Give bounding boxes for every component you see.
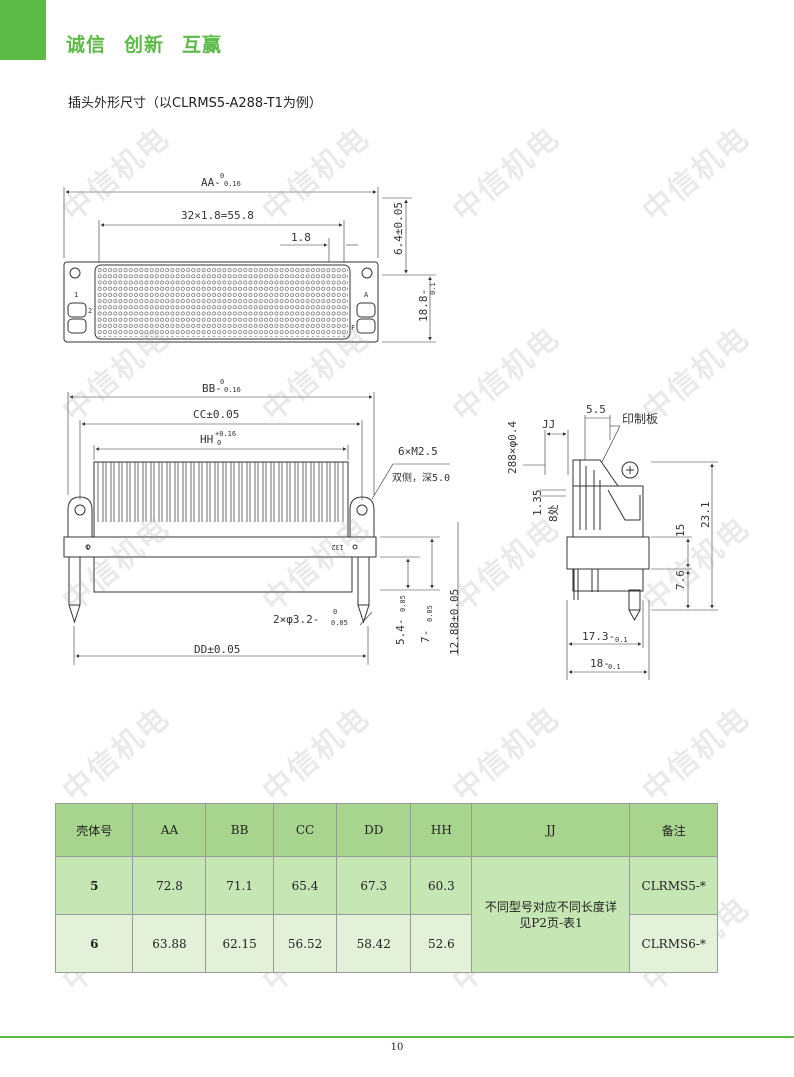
cell-dd: 58.42 (336, 914, 412, 973)
slogan-word-2: 创新 (124, 34, 165, 56)
cell-note: CLRMS5-* (629, 856, 718, 915)
section-title: 插头外形尺寸（以CLRMS5-A288-T1为例） (68, 96, 322, 111)
connector-drawing: AA- 0.16 0 32×1.8=55.8 1.8 6.4±0.05 18.8… (63, 172, 718, 680)
dim-12-88-label: 12.88±0.05 (448, 589, 461, 655)
top-view (63, 187, 436, 343)
dim-18-tol: 0.1 (608, 663, 621, 671)
front-view (63, 392, 459, 665)
pin-2-marker: 2 (88, 307, 92, 315)
cell-cc: 65.4 (272, 856, 338, 915)
aa-dimension-label: AA- (201, 176, 221, 189)
table-row: 6 63.88 62.15 56.52 58.42 52.6 CLRMS6-* (54, 914, 718, 973)
cell-bb: 71.1 (205, 856, 274, 915)
header-shell: 壳体号 (54, 803, 134, 857)
dim-17-3-tol: 0.1 (615, 636, 628, 644)
pin-first-marker: 1 (86, 543, 90, 551)
dim-5-5-label: 5.5 (586, 403, 606, 416)
cell-aa: 72.8 (132, 856, 207, 915)
jj-dimension-label: JJ (542, 418, 555, 431)
cell-hh: 52.6 (410, 914, 473, 973)
pin-f-marker: F (351, 324, 355, 332)
cc-dimension-label: CC±0.05 (193, 408, 239, 421)
table-header-row: 壳体号 AA BB CC DD HH JJ 备注 (54, 803, 718, 857)
pin-a-marker: A (364, 291, 369, 299)
height-upper-label: 6.4±0.05 (392, 202, 405, 255)
header-hh: HH (410, 803, 473, 857)
height-lower-tol: 0.1 (429, 282, 437, 295)
dim-5-4-label: 5.4- (394, 619, 407, 646)
dim-15-label: 15 (674, 524, 687, 537)
dim-17-3-label: 17.3- (582, 630, 615, 643)
hh-tol-upper: +0.16 (215, 430, 236, 438)
dimension-table: 壳体号 AA BB CC DD HH JJ 备注 5 72.8 71.1 65.… (54, 803, 718, 973)
dim-5-4-tol: 0.05 (399, 595, 407, 612)
aa-tol-lower: 0.16 (224, 180, 241, 188)
cell-aa: 63.88 (132, 914, 207, 973)
hole-count-label: 288×φ0.4 (506, 421, 519, 474)
footer-divider (0, 1036, 794, 1038)
cell-cc: 56.52 (272, 914, 338, 973)
mount-hole-tol: 0.05 (331, 619, 348, 627)
hh-dimension-label: HH (200, 433, 213, 446)
side-view (523, 415, 718, 680)
header-accent-block (0, 0, 46, 60)
dim-7-6-label: 7.6 (674, 570, 687, 590)
dim-23-1-label: 23.1 (699, 502, 712, 529)
spacing-dimension-label: 1.8 (291, 231, 311, 244)
header-dd: DD (336, 803, 412, 857)
cell-shell: 6 (54, 914, 134, 973)
pcb-label: 印制板 (622, 412, 658, 426)
cell-dd: 67.3 (336, 856, 412, 915)
company-slogan: 诚信创新互赢 (66, 30, 240, 57)
pin-1-marker: 1 (74, 291, 78, 299)
bb-tol-upper: 0 (220, 378, 224, 386)
header-aa: AA (132, 803, 207, 857)
cell-bb: 62.15 (205, 914, 274, 973)
places-label: 8处 (547, 504, 560, 522)
header-cc: CC (272, 803, 338, 857)
dim-7-tol: 0.05 (426, 605, 434, 622)
mount-hole-label: 2×φ3.2- (273, 613, 319, 626)
header-jj: JJ (471, 803, 631, 857)
mount-hole-tol-zero: 0 (333, 608, 337, 616)
cell-note: CLRMS6-* (629, 914, 718, 973)
header-note: 备注 (629, 803, 718, 857)
bb-dimension-label: BB- (202, 382, 222, 395)
page-number: 10 (390, 1042, 404, 1053)
cell-jj-merged: 不同型号对应不同长度详见P2页-表1 (471, 856, 631, 973)
height-lower-label: 18.8- (417, 289, 430, 322)
table-row: 5 72.8 71.1 65.4 67.3 60.3 不同型号对应不同长度详见P… (54, 856, 718, 973)
pitch-dimension-label: 32×1.8=55.8 (181, 209, 254, 222)
hh-tol-lower: 0 (217, 439, 221, 447)
screw-thread-label: 6×M2.5 (398, 445, 438, 458)
dim-1-35-label: 1.35 (531, 490, 544, 517)
slogan-word-1: 诚信 (66, 34, 107, 56)
bb-tol-lower: 0.16 (224, 386, 241, 394)
cell-hh: 60.3 (410, 856, 473, 915)
cell-shell: 5 (54, 856, 134, 915)
slogan-word-3: 互赢 (182, 34, 223, 56)
dim-18-label: 18- (590, 657, 610, 670)
header-bb: BB (205, 803, 274, 857)
dim-7-label: 7- (419, 630, 432, 643)
dd-dimension-label: DD±0.05 (194, 643, 240, 656)
screw-thread-note: 双侧，深5.0 (392, 471, 450, 484)
pin-last-marker: 132 (331, 543, 344, 551)
aa-tol-upper: 0 (220, 172, 224, 180)
